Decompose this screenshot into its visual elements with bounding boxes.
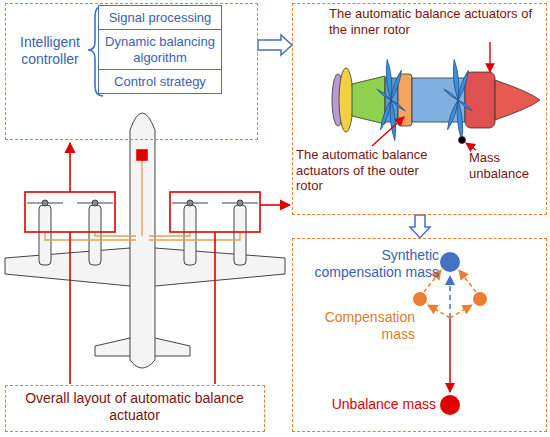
- propeller-blade: [390, 100, 396, 141]
- panel-label: Unbalance mass: [297, 396, 436, 413]
- engine-frames: [25, 143, 290, 384]
- propeller-blade: [453, 59, 459, 100]
- wiring: [45, 160, 240, 240]
- panel-label: Mass unbalance: [469, 150, 543, 181]
- function-cell: Control strategy: [98, 69, 222, 95]
- layout-panel: Overall layout of automatic balance actu…: [5, 385, 265, 432]
- cell-text: Control strategy: [103, 74, 217, 90]
- propeller-blade: [386, 59, 392, 100]
- mass-panel: Synthetic compensation massCompensation …: [292, 238, 547, 432]
- hollow-arrow: [410, 215, 430, 238]
- propeller-blade: [448, 100, 458, 130]
- propeller-blade: [458, 70, 468, 100]
- panel-label: Compensation mass: [297, 309, 415, 343]
- propeller-blade: [391, 70, 401, 100]
- rotor-illustration: [332, 59, 540, 143]
- panel-label: Intelligent controller: [8, 34, 92, 68]
- cell-text: Dynamic balancing algorithm: [103, 34, 217, 65]
- panel-label: Overall layout of automatic balance actu…: [6, 390, 263, 424]
- function-cell: Dynamic balancing algorithm: [98, 29, 222, 70]
- cell-text: Signal processing: [103, 10, 217, 26]
- propeller-blade: [381, 100, 391, 130]
- panel-label: The automatic balance actuators of the i…: [329, 6, 543, 37]
- hollow-arrow: [258, 35, 292, 55]
- panel-label: Synthetic compensation mass: [297, 247, 439, 281]
- function-cell: Signal processing: [98, 5, 222, 31]
- propeller-blade: [457, 100, 463, 141]
- controller-panel: Intelligent controller Signal processingD…: [5, 3, 258, 140]
- leader-lines: [372, 42, 490, 150]
- aircraft: [5, 113, 285, 368]
- panel-label: The automatic balance actuators of the o…: [296, 147, 446, 194]
- rotor-panel: The automatic balance actuators of the i…: [292, 3, 547, 215]
